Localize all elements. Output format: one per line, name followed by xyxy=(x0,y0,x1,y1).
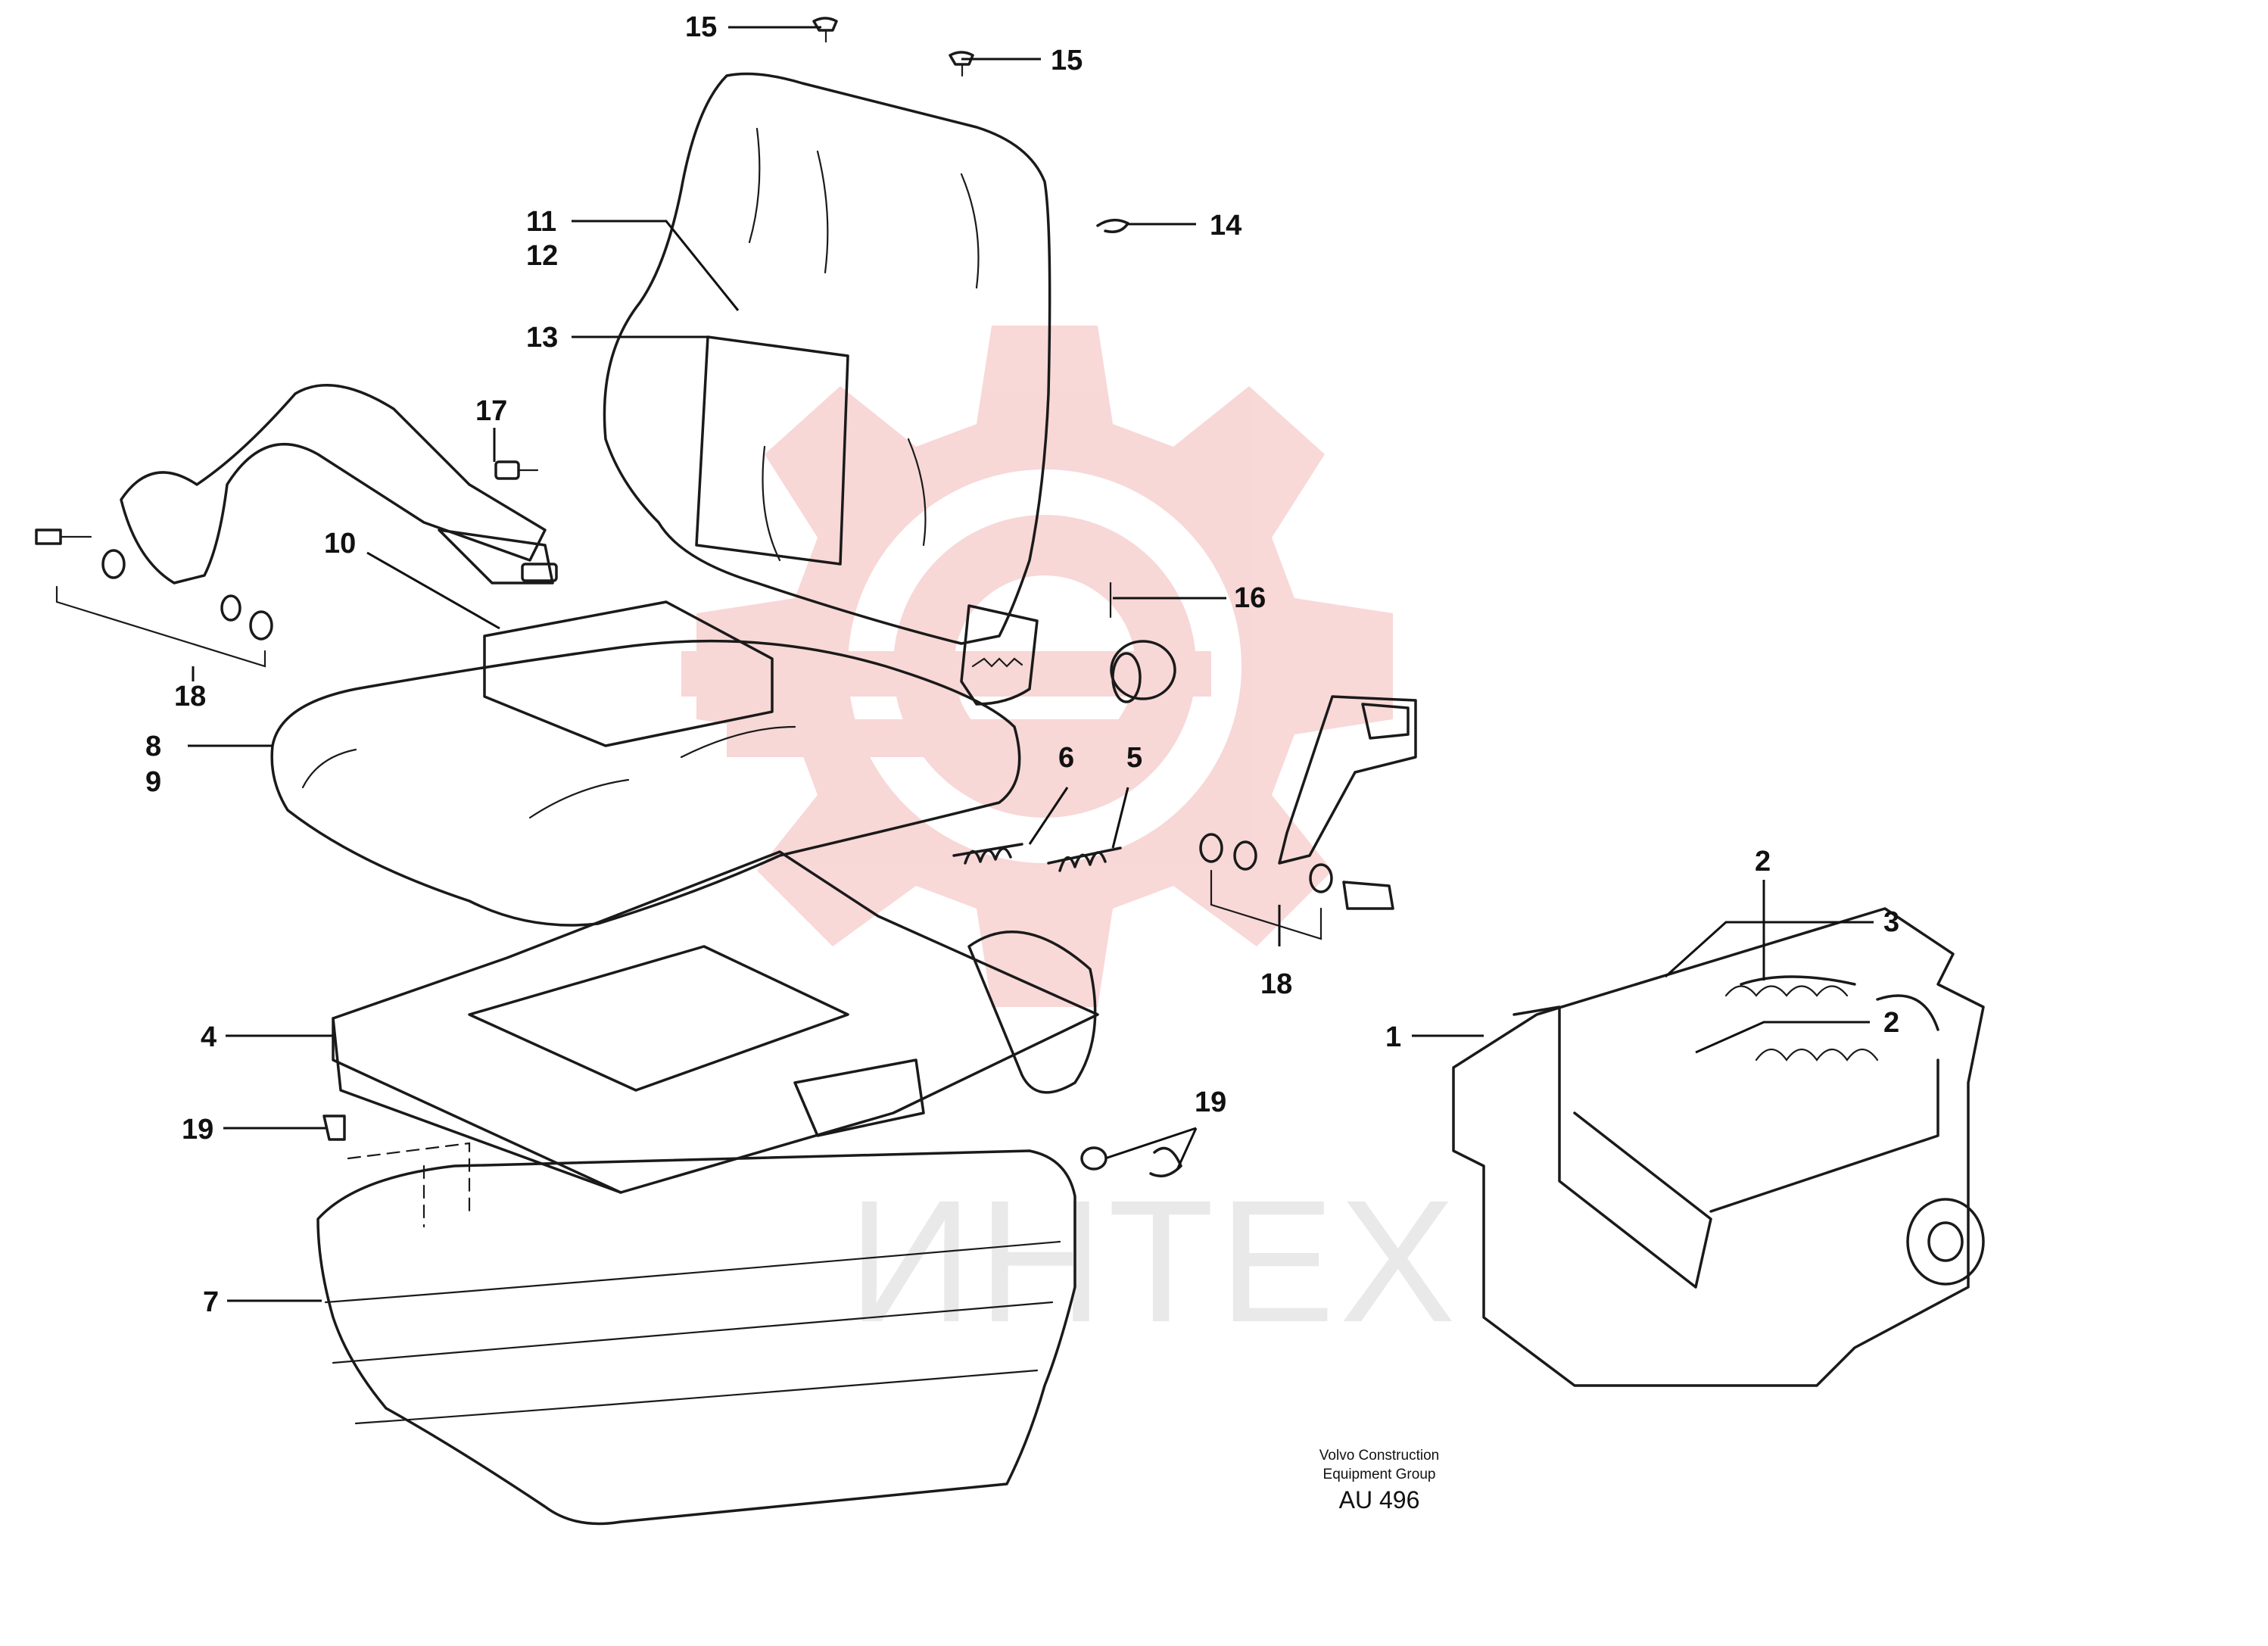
leader-lines xyxy=(188,26,1874,1302)
backrest-bolt xyxy=(494,460,539,480)
backrest-recline-bracket xyxy=(960,604,1039,706)
callout-2-b: 2 xyxy=(1883,1007,1899,1039)
callout-1: 1 xyxy=(1385,1021,1401,1053)
watermark-text: ИНТЕХ xyxy=(848,1164,1460,1358)
spring-5 xyxy=(1047,846,1122,872)
callout-7: 7 xyxy=(203,1286,219,1318)
backrest-screw xyxy=(812,17,838,43)
backrest-screw-2 xyxy=(949,51,974,77)
callout-13: 13 xyxy=(526,322,558,354)
credit-line-1: Volvo Construction xyxy=(1319,1448,1439,1464)
adjust-knob xyxy=(1109,581,1176,703)
callout-18-b: 18 xyxy=(1260,968,1292,1000)
credit-line-2: Equipment Group xyxy=(1323,1467,1436,1482)
spring-6 xyxy=(952,843,1023,865)
seat-cushion xyxy=(270,639,1021,927)
callout-10: 10 xyxy=(324,528,356,560)
callout-8: 8 xyxy=(145,731,161,762)
document-id: AU 496 xyxy=(1339,1486,1420,1514)
seat-belt-retractor xyxy=(120,384,558,585)
callout-labels: 15 15 11 12 14 13 17 10 16 18 8 9 6 5 2 … xyxy=(145,11,1899,1318)
callout-18-a: 18 xyxy=(174,681,206,712)
callout-4: 4 xyxy=(201,1021,217,1053)
belt-mount-hardware-left xyxy=(35,528,273,668)
suspension-bellows xyxy=(316,1142,1076,1526)
callout-5: 5 xyxy=(1126,742,1142,774)
callout-15-b: 15 xyxy=(1051,45,1083,76)
lumbar-pad xyxy=(695,335,849,566)
watermark-gear-logo xyxy=(681,326,1393,1007)
callout-11: 11 xyxy=(526,206,556,238)
callout-2-a: 2 xyxy=(1755,846,1771,878)
callout-9: 9 xyxy=(145,766,161,798)
suspension-base xyxy=(1452,907,1985,1387)
seat-belt-buckle xyxy=(1278,695,1417,865)
credit-block: Volvo Construction Equipment Group AU 49… xyxy=(1319,1448,1439,1514)
callout-15-a: 15 xyxy=(685,11,717,43)
seat-backrest xyxy=(603,72,1051,645)
frame-clip xyxy=(322,1114,346,1141)
callout-16: 16 xyxy=(1234,582,1266,614)
callout-19-a: 19 xyxy=(182,1114,213,1146)
seat-frame xyxy=(332,850,1099,1194)
callout-14: 14 xyxy=(1210,210,1241,242)
callout-3: 3 xyxy=(1883,906,1899,938)
callout-6: 6 xyxy=(1058,742,1074,774)
callout-17: 17 xyxy=(475,395,507,427)
callout-19-b: 19 xyxy=(1195,1086,1226,1118)
callout-12: 12 xyxy=(526,240,558,272)
backrest-clip xyxy=(1096,218,1129,233)
belt-mount-hardware-right xyxy=(1199,833,1394,940)
seat-cover-plate xyxy=(483,600,774,747)
